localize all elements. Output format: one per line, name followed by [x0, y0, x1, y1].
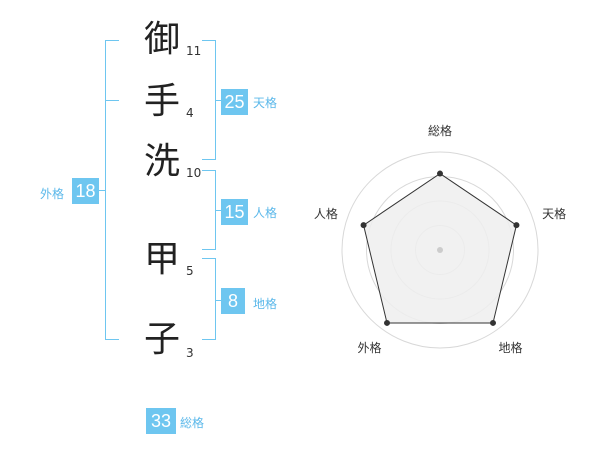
name-char-1: 御 — [143, 19, 180, 60]
stroke-count-4: 5 — [186, 264, 194, 278]
soukaku-label: 総格 — [180, 416, 205, 430]
soukaku-badge: 33 — [146, 408, 176, 434]
tenkaku-badge: 25 — [221, 89, 248, 115]
radar-point-3 — [489, 319, 496, 326]
radar-axis-label: 総格 — [428, 123, 452, 138]
radar-point-1 — [437, 170, 443, 177]
gaikaku-badge: 18 — [72, 178, 99, 204]
radar-center-dot — [437, 247, 443, 253]
radar-axis-label: 外格 — [357, 340, 381, 355]
jinkaku-bracket-tick — [215, 210, 221, 211]
radar-axis-label: 天格 — [542, 206, 566, 221]
gaikaku-label: 外格 — [40, 187, 65, 201]
name-char-2: 手 — [143, 81, 180, 122]
chikaku-bracket-tick — [215, 300, 221, 301]
tenkaku-bracket-tick — [215, 100, 221, 101]
radar-ring — [341, 151, 539, 349]
radar-point-2 — [513, 222, 520, 229]
radar-axis-label: 人格 — [314, 206, 338, 221]
radar-point-5 — [360, 222, 367, 229]
chikaku-badge: 8 — [221, 288, 245, 314]
chikaku-bracket — [202, 258, 216, 340]
name-char-4: 甲 — [143, 239, 180, 280]
chikaku-label: 地格 — [253, 297, 278, 311]
tenkaku-label: 天格 — [253, 96, 278, 110]
gaikaku-bracket-tick — [98, 190, 106, 191]
stroke-count-2: 4 — [186, 106, 194, 120]
radar-axis-label: 地格 — [499, 340, 523, 355]
jinkaku-label: 人格 — [253, 206, 278, 220]
name-char-3: 洗 — [143, 141, 180, 182]
gaikaku-bracket-tick-upper — [105, 100, 119, 101]
stroke-count-5: 3 — [186, 346, 194, 360]
radar-point-4 — [384, 319, 391, 326]
stroke-count-1: 11 — [186, 44, 202, 58]
jinkaku-badge: 15 — [221, 199, 248, 225]
name-char-5: 子 — [143, 319, 180, 360]
stroke-count-3: 10 — [186, 166, 202, 180]
